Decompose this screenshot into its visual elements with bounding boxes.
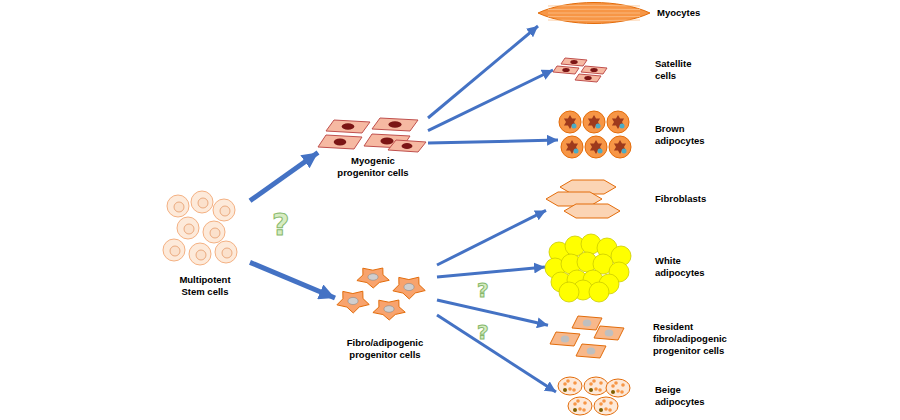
cell-node: Myogenic progenitor cells bbox=[318, 118, 428, 181]
cell-illustration bbox=[160, 192, 280, 262]
cell-node: Myocytes bbox=[538, 0, 704, 26]
cell-illustration bbox=[548, 316, 668, 386]
lineage-arrow bbox=[250, 262, 335, 298]
cell-illustration bbox=[335, 265, 455, 335]
cell-label: Myocytes bbox=[657, 7, 700, 19]
cell-label: Resident fibro/adipogenic progenitor cel… bbox=[653, 321, 731, 357]
cell-label: Satellite cells bbox=[655, 58, 695, 82]
lineage-arrow bbox=[437, 315, 556, 392]
cell-label: Fibroblasts bbox=[655, 193, 706, 205]
cell-node: Brown adipocytes bbox=[558, 110, 709, 160]
question-mark: ? bbox=[477, 280, 489, 300]
cell-illustration bbox=[538, 0, 658, 70]
cell-node: Satellite cells bbox=[553, 58, 695, 82]
cell-label: Fibro/adipogenic progenitor cells bbox=[335, 337, 435, 361]
lineage-arrow bbox=[428, 70, 553, 131]
lineage-arrow bbox=[437, 210, 546, 265]
cell-node: Multipotent Stem cells bbox=[160, 192, 250, 302]
cell-node: Beige adipocytes bbox=[556, 376, 709, 416]
cell-node: White adipocytes bbox=[545, 236, 709, 298]
cell-node: Fibro/adipogenic progenitor cells bbox=[335, 265, 437, 365]
cell-label: Beige adipocytes bbox=[655, 384, 709, 408]
cell-label: White adipocytes bbox=[655, 255, 709, 279]
cell-illustration bbox=[545, 236, 665, 306]
cell-node: Resident fibro/adipogenic progenitor cel… bbox=[548, 316, 731, 362]
cell-label: Myogenic progenitor cells bbox=[332, 155, 414, 179]
lineage-arrow bbox=[437, 267, 545, 277]
cell-label: Multipotent Stem cells bbox=[170, 274, 240, 298]
question-mark: ? bbox=[477, 322, 489, 342]
cell-label: Brown adipocytes bbox=[655, 123, 709, 147]
cell-node: Fibroblasts bbox=[546, 180, 710, 218]
lineage-arrow bbox=[250, 153, 318, 201]
lineage-arrow bbox=[428, 140, 558, 143]
question-mark: ? bbox=[272, 210, 289, 240]
lineage-arrow bbox=[437, 300, 548, 325]
